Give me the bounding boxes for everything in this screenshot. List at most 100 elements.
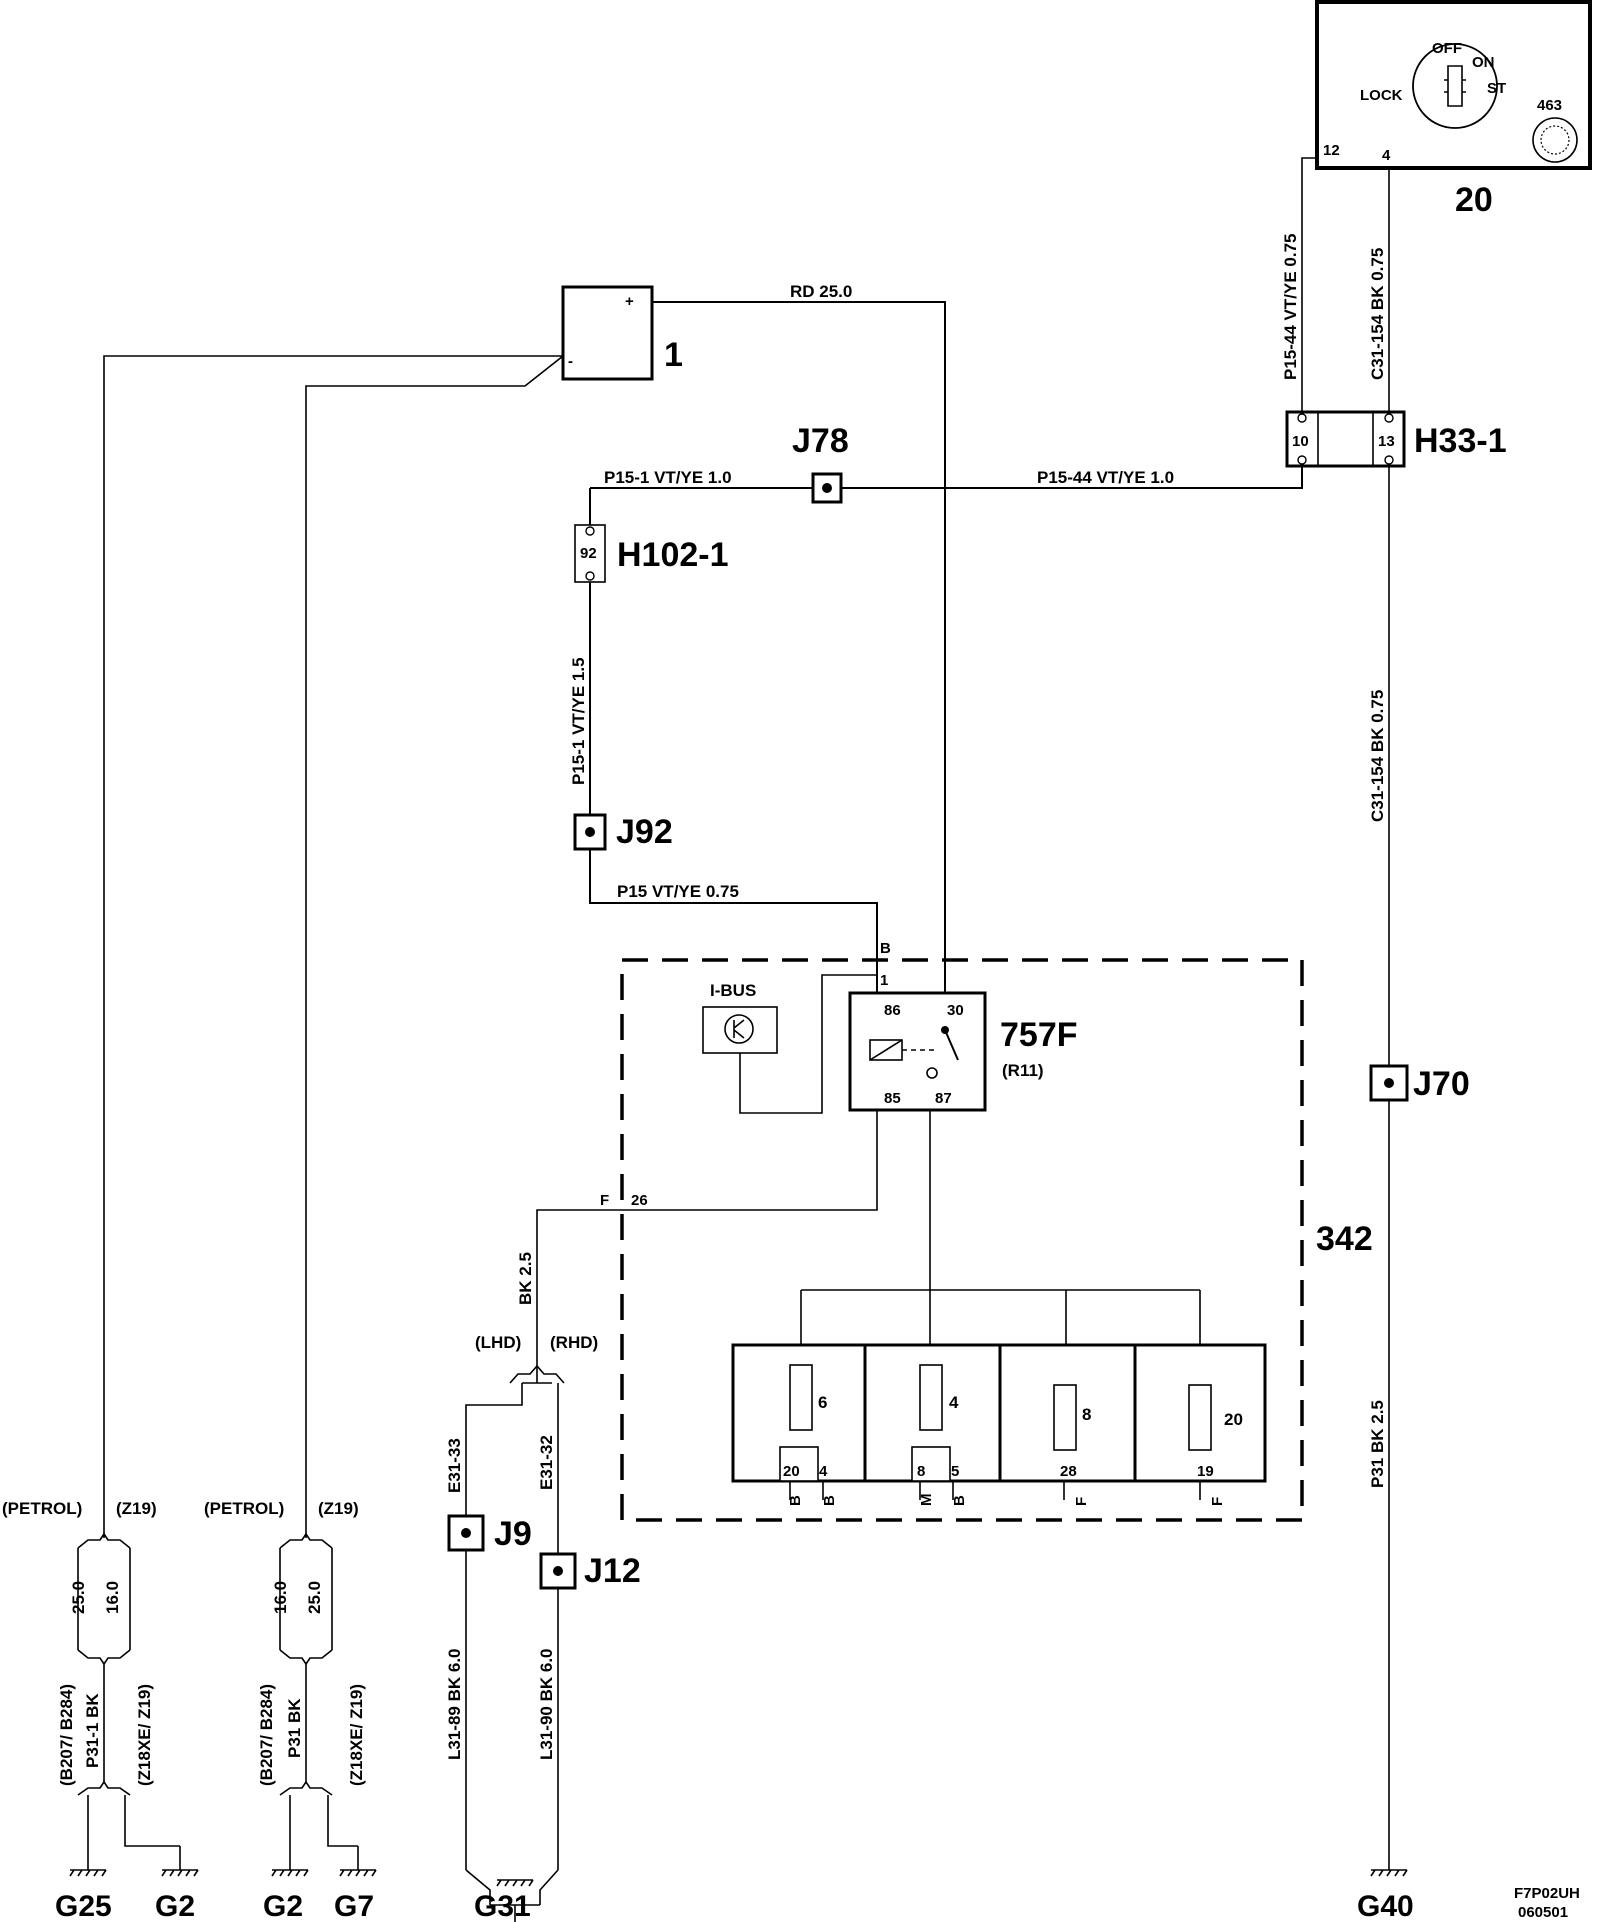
wire-l31-89: L31-89 BK 6.0 [445, 1649, 464, 1761]
wire-p31-right: P31 BK 2.5 [1368, 1400, 1387, 1488]
fuse-value-8: 8 [1082, 1405, 1091, 1424]
variant-branches-left [77, 1532, 358, 1862]
ignition-switch-20 [1315, 0, 1592, 170]
petrol-label-1: (PETROL) [2, 1499, 82, 1518]
ignition-pin-12: 12 [1323, 142, 1340, 159]
ibus-label: I-BUS [710, 981, 756, 1000]
relay-pin-86: 86 [884, 1002, 901, 1019]
wire-p15-44-h: P15-44 VT/YE 1.0 [1037, 468, 1174, 487]
petrol-label-2: (PETROL) [204, 1499, 284, 1518]
ground-g31: G31 [474, 1890, 531, 1922]
module-pin-1: 1 [880, 972, 888, 989]
fuse-pin-19: 19 [1197, 1463, 1214, 1480]
z19-label-1: (Z19) [116, 1499, 157, 1518]
ignition-st-label: ST [1487, 80, 1506, 97]
g1-size-a: 25.0 [69, 1581, 88, 1614]
ignition-on-label: ON [1472, 54, 1495, 71]
lhd-rhd-brace [509, 1364, 565, 1384]
wire-p15-44-v: P15-44 VT/YE 0.75 [1281, 234, 1300, 380]
module-pin-f: F [600, 1192, 609, 1209]
fuse-pin-4: 4 [819, 1463, 828, 1480]
relay-sub: (R11) [1002, 1061, 1044, 1080]
b207-label-1: (B207/ B284) [57, 1684, 76, 1786]
battery-number: 1 [664, 336, 683, 374]
g1-size-b: 16.0 [103, 1581, 122, 1614]
lhd-label: (LHD) [475, 1333, 521, 1352]
fuse-pin-5: 5 [951, 1463, 959, 1480]
fuse-letter-f1: F [1073, 1497, 1090, 1506]
ignition-lock-label: LOCK [1360, 87, 1403, 104]
fuse-value-4: 4 [949, 1393, 959, 1412]
h33-pin-13: 13 [1378, 433, 1395, 450]
fuse-letter-b2: B [821, 1495, 838, 1506]
sheet-date: 060501 [1518, 1904, 1568, 1921]
ignition-pin-4: 4 [1382, 147, 1391, 164]
battery-plus-label: + [625, 293, 634, 310]
fuse-pin-20: 20 [783, 1463, 800, 1480]
j12-label: J12 [584, 1552, 641, 1590]
splice-j12 [539, 1552, 577, 1590]
ground-g25: G25 [55, 1890, 112, 1922]
h33-name: H33-1 [1414, 422, 1507, 460]
wire-p15: P15 VT/YE 0.75 [617, 882, 739, 901]
z18-label-2: (Z18XE/ Z19) [347, 1684, 366, 1786]
g2-size-a: 16.0 [271, 1581, 290, 1614]
fuse-value-20: 20 [1224, 1410, 1243, 1429]
wire-c31-top: C31-154 BK 0.75 [1368, 248, 1387, 380]
splice-j9 [447, 1514, 485, 1552]
ground-g2-a: G2 [155, 1890, 195, 1922]
ground-g7: G7 [334, 1890, 374, 1922]
h102-name: H102-1 [617, 536, 729, 574]
module-342-outline [620, 958, 1304, 1522]
battery-1 [561, 285, 654, 381]
b207-label-2: (B207/ B284) [257, 1684, 276, 1786]
connector-h33-1 [1285, 410, 1406, 468]
fuse-letter-b3: B [951, 1495, 968, 1506]
ignition-off-label: OFF [1432, 40, 1462, 57]
ibus-transistor [702, 1006, 778, 1054]
wire-p31: P31 BK [285, 1698, 304, 1758]
wires [103, 157, 1390, 1922]
sheet-code: F7P02UH [1514, 1885, 1580, 1902]
fuse-letter-m: M [918, 1494, 935, 1507]
relay-number: 757F [1000, 1016, 1078, 1054]
wire-p15-1-top: P15-1 VT/YE 1.0 [604, 468, 732, 487]
wire-p15-1-v: P15-1 VT/YE 1.5 [569, 657, 588, 785]
ground-symbols [69, 1846, 1408, 1887]
j70-label: J70 [1413, 1065, 1470, 1103]
fuse-pin-8: 8 [917, 1463, 925, 1480]
splice-j92 [573, 813, 607, 851]
module-number: 342 [1316, 1220, 1373, 1258]
wire-e31-33: E31-33 [445, 1438, 464, 1493]
h102-pin: 92 [580, 545, 597, 562]
connector-h102-1 [574, 524, 606, 583]
fuse-letter-f2: F [1209, 1497, 1226, 1506]
rhd-label: (RHD) [550, 1333, 598, 1352]
g2-size-b: 25.0 [305, 1581, 324, 1614]
z18-label-1: (Z18XE/ Z19) [135, 1684, 154, 1786]
wire-p31-1: P31-1 BK [83, 1693, 102, 1768]
wire-c31-mid: C31-154 BK 0.75 [1368, 690, 1387, 822]
splice-j70 [1369, 1064, 1409, 1102]
z19-label-2: (Z19) [318, 1499, 359, 1518]
j9-label: J9 [494, 1515, 532, 1553]
module-pin-26: 26 [631, 1192, 648, 1209]
j78-label: J78 [792, 422, 849, 460]
wire-rd: RD 25.0 [790, 282, 852, 301]
relay-757f [848, 991, 987, 1112]
ignition-number: 20 [1455, 181, 1493, 219]
battery-minus-label: - [568, 353, 573, 370]
ground-g40: G40 [1357, 1890, 1414, 1922]
splice-j78 [811, 472, 843, 504]
relay-pin-87: 87 [935, 1090, 952, 1107]
j92-label: J92 [616, 813, 673, 851]
fuse-pin-28: 28 [1060, 1463, 1077, 1480]
wire-e31-32: E31-32 [537, 1435, 556, 1490]
ground-g2-b: G2 [263, 1890, 303, 1922]
relay-pin-30: 30 [947, 1002, 964, 1019]
fuse-box [731, 1343, 1267, 1500]
relay-pin-85: 85 [884, 1090, 901, 1107]
ignition-ref-label: 463 [1537, 97, 1562, 114]
fuse-letter-b1: B [787, 1495, 804, 1506]
